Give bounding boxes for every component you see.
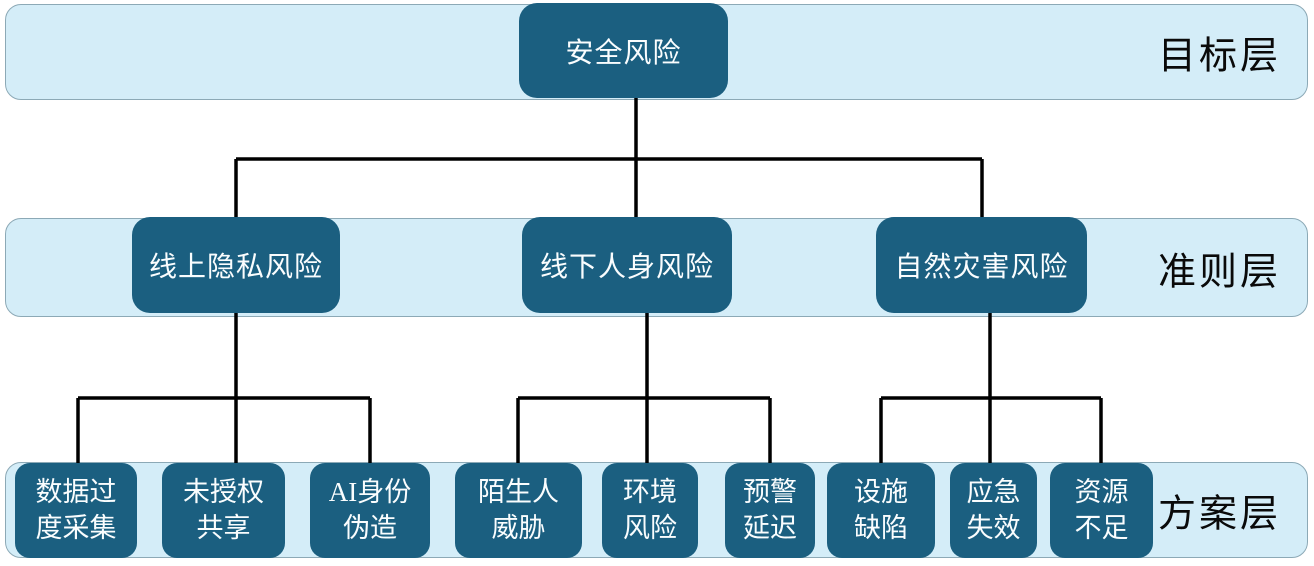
node-scheme-label-line: 陌生人 <box>478 477 559 508</box>
node-scheme-label-line: 失效 <box>966 512 1021 543</box>
node-scheme-label-line: 风险 <box>623 512 677 543</box>
node-scheme-label-line: AI身份 <box>328 477 412 508</box>
node-scheme-label-line: 伪造 <box>343 512 397 543</box>
node-scheme-label-line: 数据过 <box>35 477 117 508</box>
node-criteria-label: 线下人身风险 <box>539 252 714 283</box>
node-criteria-natural-disaster-risk: 自然灾害风险 <box>876 217 1087 313</box>
scheme-layer-label: 方案层 <box>1157 493 1281 536</box>
node-criteria-label: 线上隐私风险 <box>148 252 323 283</box>
node-scheme-label-line: 资源 <box>1074 477 1129 508</box>
node-scheme-label-line: 应急 <box>966 477 1021 508</box>
goal-layer-label: 目标层 <box>1157 35 1281 78</box>
node-scheme-resource-shortage: 资源 不足 <box>1050 463 1153 558</box>
node-scheme-label-line: 度采集 <box>35 512 117 543</box>
node-scheme-warning-delay: 预警 延迟 <box>725 463 815 558</box>
node-scheme-label-line: 延迟 <box>743 512 797 543</box>
node-goal-security-risk: 安全风险 <box>519 3 728 98</box>
node-scheme-label-line: 环境 <box>623 477 677 508</box>
node-criteria-online-privacy-risk: 线上隐私风险 <box>132 217 340 313</box>
node-scheme-label-line: 不足 <box>1074 512 1129 543</box>
node-scheme-label-line: 缺陷 <box>854 512 908 543</box>
node-scheme-excessive-data-collection: 数据过 度采集 <box>15 463 137 558</box>
node-scheme-label-line: 预警 <box>743 477 797 508</box>
node-criteria-label: 自然灾害风险 <box>894 252 1069 283</box>
node-scheme-label-line: 未授权 <box>183 477 264 508</box>
node-scheme-environmental-risk: 环境 风险 <box>602 463 698 558</box>
node-scheme-stranger-threat: 陌生人 威胁 <box>455 463 582 558</box>
node-scheme-emergency-failure: 应急 失效 <box>950 463 1037 558</box>
node-criteria-offline-personal-risk: 线下人身风险 <box>522 217 732 313</box>
node-scheme-ai-identity-forgery: AI身份 伪造 <box>310 463 430 558</box>
node-scheme-label-line: 共享 <box>196 512 251 543</box>
node-scheme-unauthorized-sharing: 未授权 共享 <box>162 463 285 558</box>
criteria-layer-label: 准则层 <box>1157 251 1281 293</box>
node-scheme-label-line: 威胁 <box>491 512 546 543</box>
node-goal-label: 安全风险 <box>565 37 682 69</box>
node-scheme-label-line: 设施 <box>854 477 908 508</box>
node-scheme-facility-defect: 设施 缺陷 <box>827 463 935 558</box>
